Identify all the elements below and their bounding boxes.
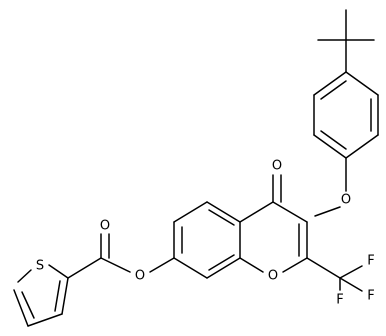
atom-label-f3: F [336, 293, 343, 308]
atom-label-f1: F [367, 254, 374, 269]
atom-label-f2: F [367, 289, 374, 304]
atom-label-o-ester-carbonyl: O [100, 219, 110, 234]
atom-labels: O O O O O S F F F [36, 159, 375, 308]
atom-label-o-ring: O [268, 269, 278, 284]
bond-lines [13, 9, 379, 327]
atom-label-o-ester-link: O [135, 269, 145, 284]
atom-label-s-thiophene: S [36, 259, 44, 274]
atom-label-o-ether: O [341, 193, 351, 208]
atom-label-o-ketone: O [272, 159, 282, 174]
